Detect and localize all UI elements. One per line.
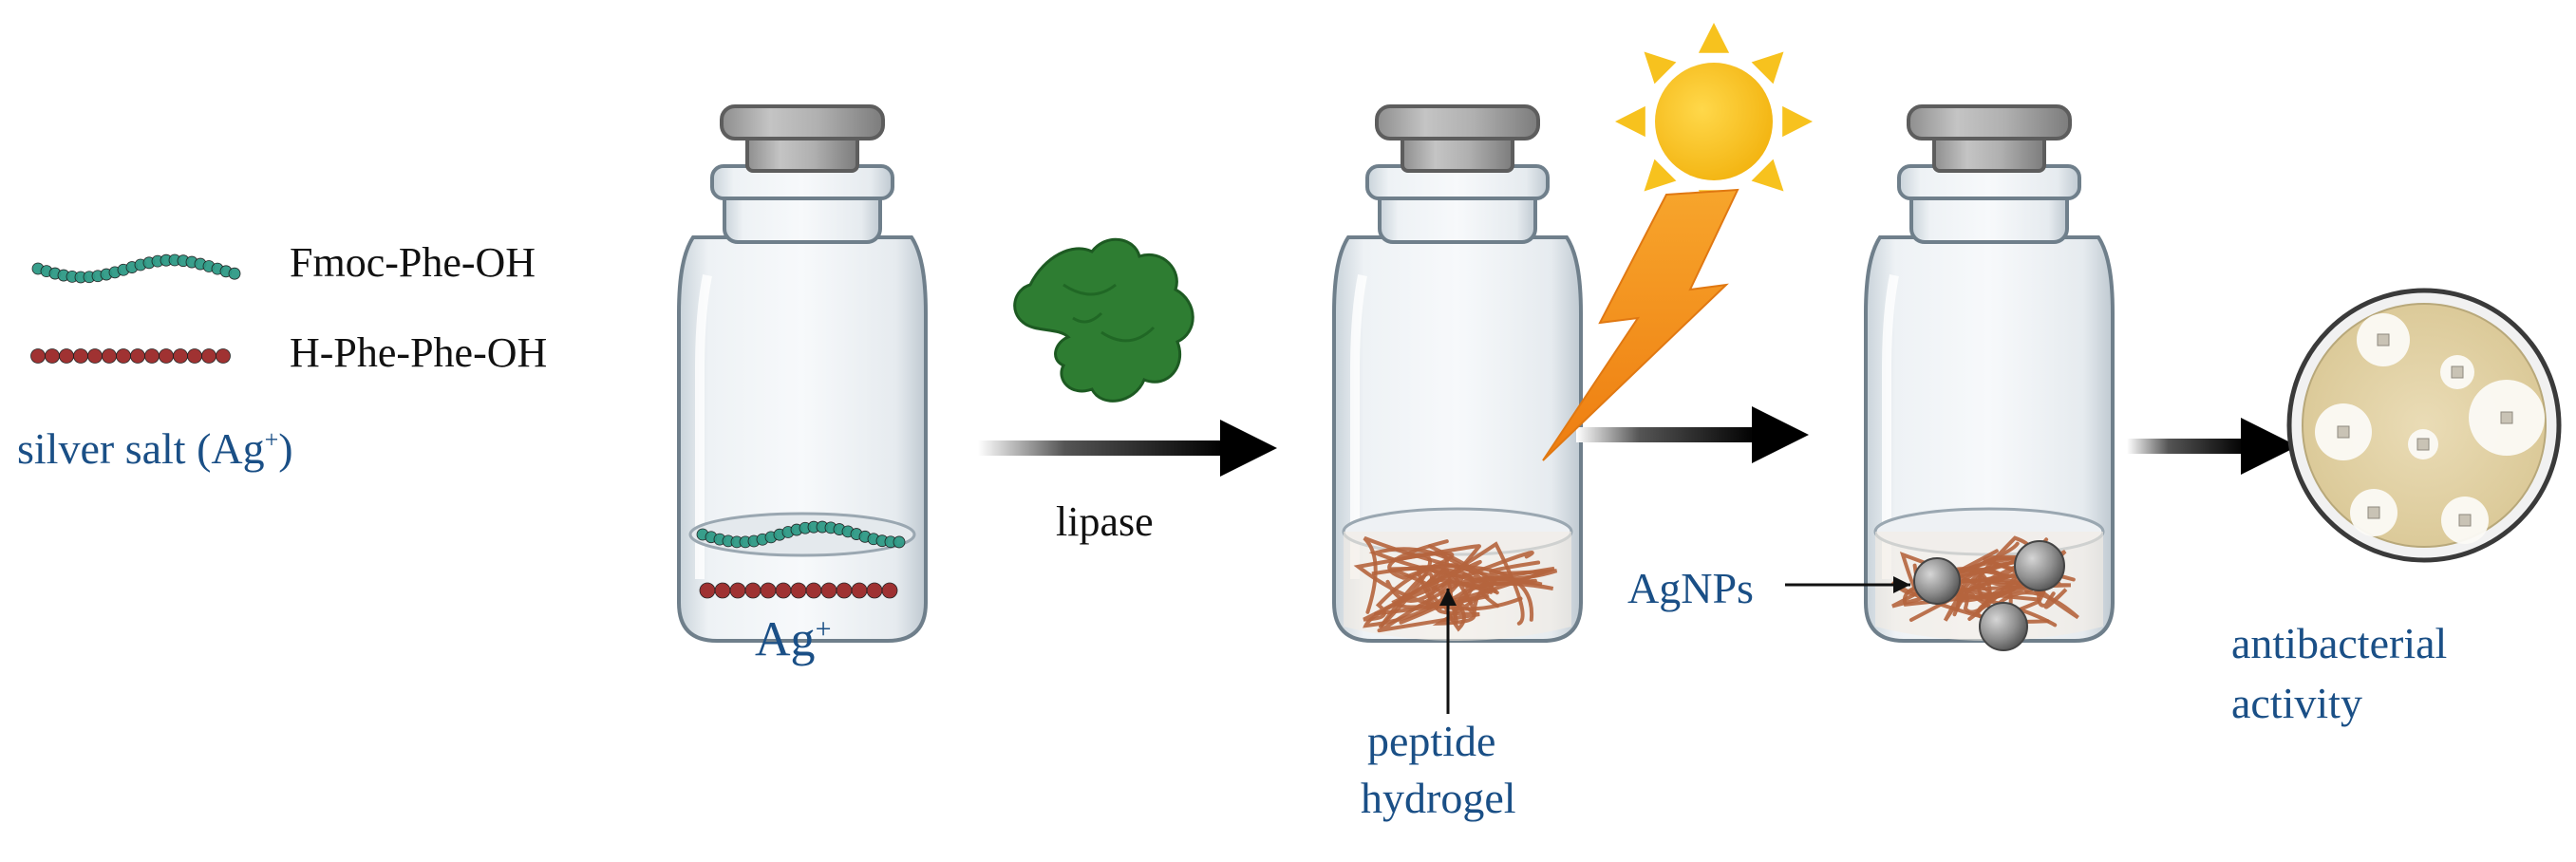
- gel-fiber: [1391, 559, 1555, 609]
- antibiotic-disk: [2458, 514, 2472, 527]
- bead: [130, 348, 145, 364]
- legend-fmoc-label: Fmoc-Phe-OH: [290, 239, 536, 286]
- bead: [45, 348, 60, 364]
- bead: [102, 348, 117, 364]
- enzyme-texture: [1062, 283, 1156, 343]
- bead: [790, 582, 807, 599]
- legend-fmoc-strand: [31, 253, 241, 284]
- vial1-liquid-surface: [688, 512, 916, 557]
- bead: [851, 582, 868, 599]
- bead: [775, 582, 792, 599]
- agnps-label: AgNPs: [1627, 564, 1754, 612]
- sun-ray: [1698, 23, 1730, 53]
- arrow-icon-2: [1576, 406, 1809, 463]
- nanoparticle-icon: [2014, 540, 2065, 591]
- silver-salt-text: silver salt (Ag: [17, 424, 265, 473]
- arrow-icon-3: [2127, 418, 2298, 475]
- gel-fiber: [1353, 544, 1523, 611]
- bead: [881, 582, 898, 599]
- arrow-head: [1752, 406, 1809, 463]
- silver-charge: +: [264, 425, 279, 454]
- bead: [201, 348, 216, 364]
- bead: [866, 582, 883, 599]
- bead: [144, 348, 160, 364]
- sun-ray: [1782, 105, 1813, 138]
- silver-close-paren: ): [278, 424, 293, 473]
- bead: [805, 582, 822, 599]
- arrow-icon-1: [978, 420, 1277, 477]
- nanoparticle-icon: [1913, 557, 1961, 605]
- bead: [714, 582, 731, 599]
- pointer-head: [1893, 576, 1910, 593]
- enzyme-icon: [1013, 237, 1194, 403]
- arrow-head: [1220, 420, 1277, 477]
- arrow-shaft: [1576, 427, 1757, 442]
- vial1-fmoc-strand: [696, 520, 906, 549]
- lipase-label: lipase: [1056, 498, 1154, 545]
- vial1-ion-label: Ag+: [755, 615, 831, 665]
- bead: [760, 582, 777, 599]
- arrow-shaft: [2127, 439, 2246, 454]
- ion-charge: +: [815, 613, 832, 645]
- bead: [836, 582, 853, 599]
- vial-icon: [679, 106, 926, 641]
- antibiotic-disk: [2337, 425, 2350, 439]
- bead: [173, 348, 188, 364]
- bead: [729, 582, 746, 599]
- ion-text: Ag: [755, 612, 816, 667]
- pointer-head: [1439, 589, 1457, 606]
- bead: [893, 535, 906, 549]
- bead: [116, 348, 131, 364]
- vial2-hydrogel: [1342, 507, 1573, 641]
- petri-dish-icon: [2286, 288, 2562, 563]
- antibiotic-disk: [2377, 333, 2390, 347]
- bead: [744, 582, 762, 599]
- vial-icon-1: [679, 106, 926, 641]
- arrow-head: [2241, 418, 2298, 475]
- sun-ray: [1751, 159, 1784, 192]
- bead: [30, 348, 46, 364]
- legend-hphe-strand: [30, 348, 231, 364]
- result-label-line2: activity: [2231, 679, 2362, 727]
- sun-ray: [1644, 51, 1677, 84]
- sun-ray: [1751, 51, 1784, 84]
- nanoparticle-icon: [1979, 602, 2028, 651]
- antibiotic-disk: [2416, 438, 2430, 451]
- bead: [699, 582, 716, 599]
- bead: [187, 348, 202, 364]
- arrow-shaft: [978, 440, 1225, 456]
- legend-silver-label: silver salt (Ag+): [17, 427, 293, 471]
- hydrogel-label-line1: peptide: [1367, 717, 1496, 765]
- bead: [228, 267, 241, 280]
- bead: [216, 348, 231, 364]
- bead: [820, 582, 837, 599]
- sun-disk: [1655, 63, 1773, 180]
- bead: [87, 348, 103, 364]
- antibiotic-disk: [2500, 411, 2513, 424]
- antibiotic-disk: [2451, 365, 2464, 379]
- agnps-pointer: [1785, 576, 1910, 593]
- bead: [59, 348, 74, 364]
- gel-fiber: [1943, 537, 2049, 622]
- result-label-line1: antibacterial: [2231, 619, 2448, 667]
- sun-ray: [1615, 105, 1645, 138]
- antibiotic-disk: [2367, 506, 2380, 519]
- bead: [159, 348, 174, 364]
- sun-ray: [1644, 159, 1677, 192]
- dish-agar: [2302, 303, 2547, 548]
- vial1-hphe-strand: [699, 582, 898, 599]
- hydrogel-pointer: [1439, 589, 1457, 714]
- legend-hphe-label: H-Phe-Phe-OH: [290, 329, 548, 376]
- hydrogel-label-line2: hydrogel: [1361, 774, 1516, 822]
- sun-icon: [1615, 23, 1813, 220]
- lightning-icon: [1542, 188, 1739, 461]
- bead: [73, 348, 88, 364]
